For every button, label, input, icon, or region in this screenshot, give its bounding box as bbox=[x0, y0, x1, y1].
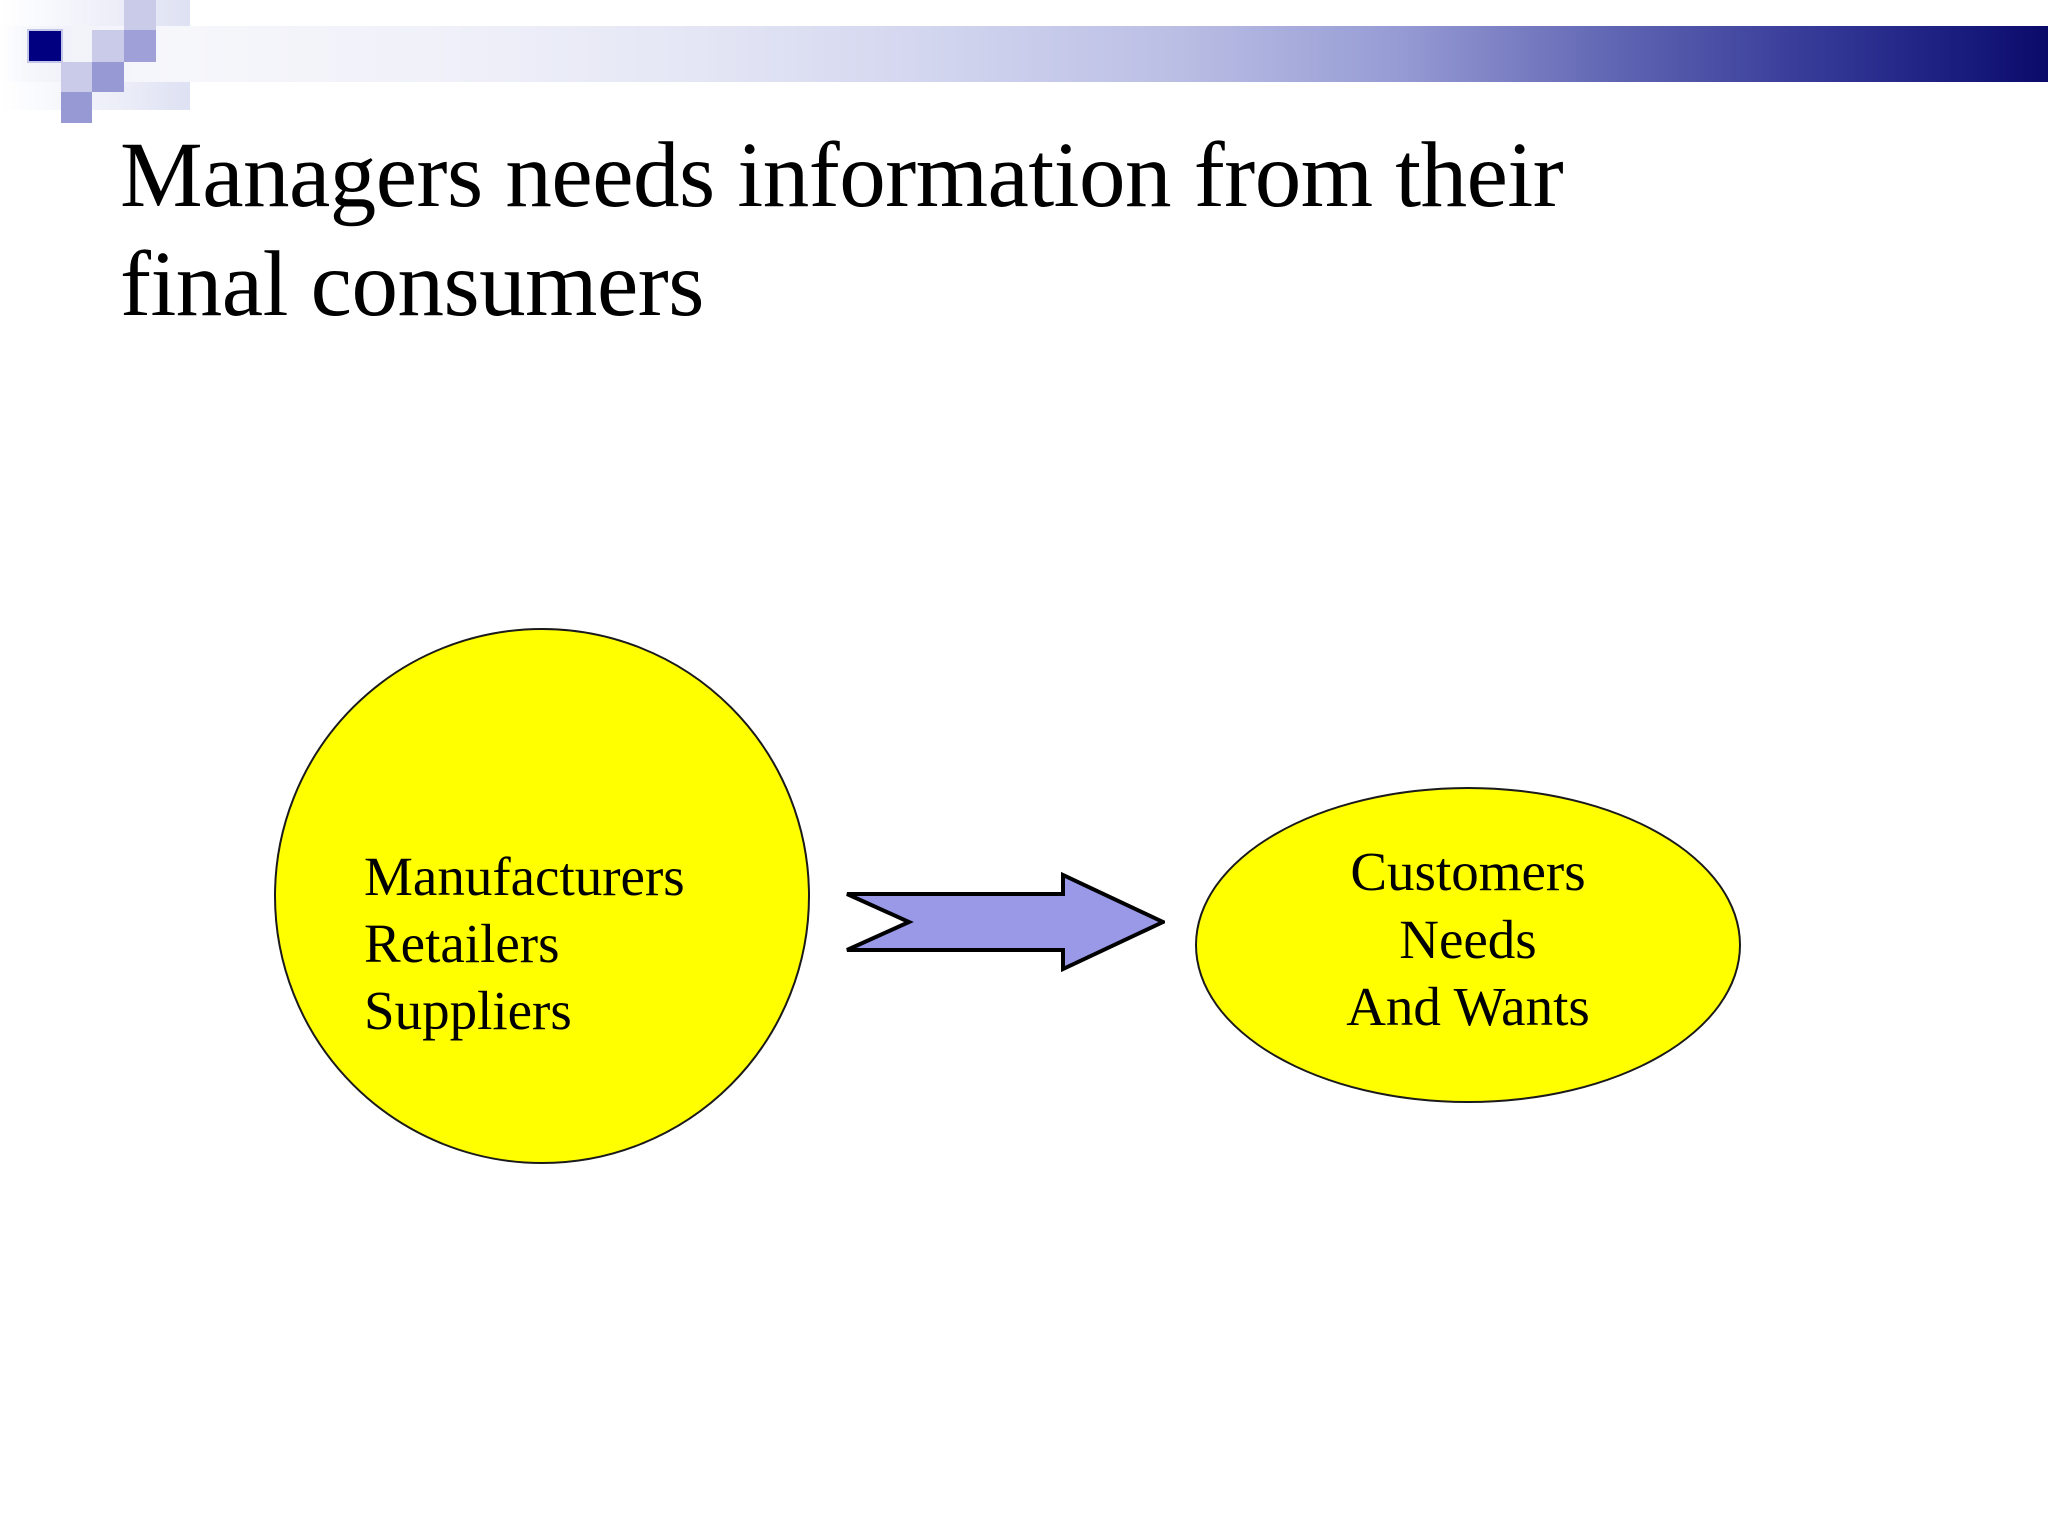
source-circle-shape[interactable] bbox=[274, 628, 810, 1164]
flow-arrow[interactable] bbox=[845, 872, 1165, 972]
checker-square-mid-3 bbox=[61, 92, 92, 123]
checker-square-mid-2 bbox=[92, 62, 124, 92]
checker-square-mid-1 bbox=[124, 30, 156, 62]
target-ellipse-label: Customers Needs And Wants bbox=[1346, 841, 1590, 1038]
header-decoration bbox=[0, 0, 2048, 123]
slide-title: Managers needs information from their fi… bbox=[120, 124, 1564, 336]
right-arrow-icon bbox=[846, 872, 1165, 972]
checker-square-light-3 bbox=[92, 30, 124, 62]
checker-square-light-1 bbox=[124, 0, 156, 30]
target-ellipse-shape[interactable] bbox=[1195, 787, 1741, 1103]
checker-square-light-4 bbox=[61, 62, 92, 92]
checker-square-navy bbox=[29, 31, 61, 61]
header-gradient-band bbox=[0, 26, 2048, 82]
source-circle-label: Manufacturers Retailers Suppliers bbox=[364, 846, 685, 1042]
